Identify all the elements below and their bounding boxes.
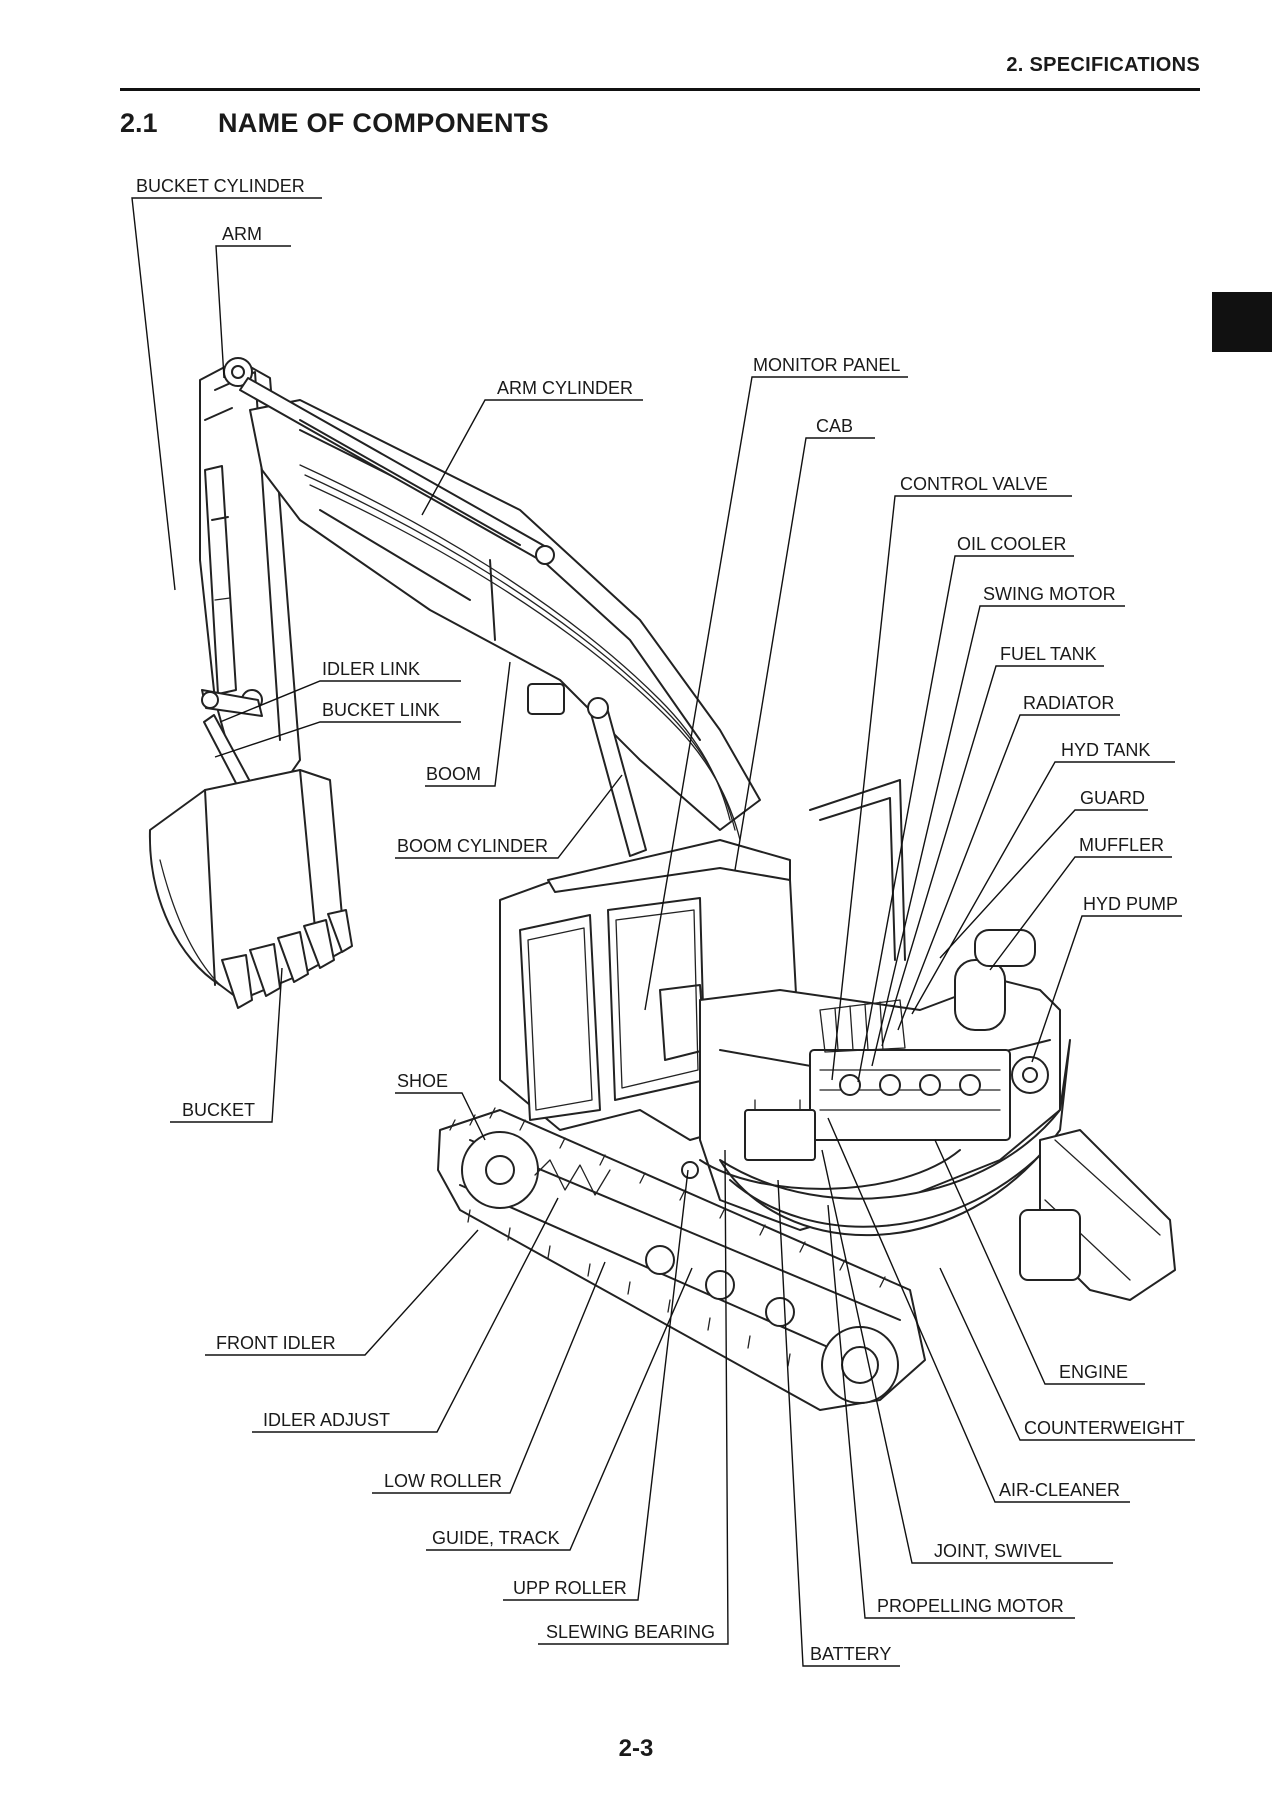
leader-guard (939, 809, 1148, 959)
label-arm-cylinder: ARM CYLINDER (497, 378, 633, 398)
bucket-drawing (148, 769, 353, 1009)
leader-fuel-tank (881, 665, 1104, 1047)
label-boom-cylinder: BOOM CYLINDER (397, 836, 548, 856)
component-labels: BUCKET CYLINDER ARM ARM CYLINDER MONITOR… (136, 176, 1185, 1664)
label-monitor-panel: MONITOR PANEL (753, 355, 900, 375)
leader-monitor-panel (644, 376, 908, 1011)
label-radiator: RADIATOR (1023, 693, 1114, 713)
label-muffler: MUFFLER (1079, 835, 1164, 855)
section-number: 2.1 (120, 108, 158, 138)
leader-battery (777, 1179, 900, 1667)
section-title: NAME OF COMPONENTS (218, 108, 549, 138)
boom-drawing (249, 399, 761, 831)
leader-counterweight (939, 1267, 1195, 1441)
leader-swing-motor (871, 605, 1125, 1067)
leader-cab (734, 437, 875, 871)
label-swing-motor: SWING MOTOR (983, 584, 1116, 604)
leader-arm (215, 245, 291, 379)
leader-oil-cooler (857, 555, 1074, 1083)
label-fuel-tank: FUEL TANK (1000, 644, 1097, 664)
leader-joint-swivel (821, 1149, 1113, 1564)
label-air-cleaner: AIR-CLEANER (999, 1480, 1120, 1500)
leader-engine (934, 1139, 1145, 1385)
leader-radiator (897, 714, 1120, 1031)
leader-muffler (989, 856, 1172, 971)
leader-idler-adjust (252, 1197, 559, 1433)
leader-lines (131, 197, 1195, 1667)
label-bucket: BUCKET (182, 1100, 255, 1120)
leader-front-idler (205, 1229, 479, 1356)
label-boom: BOOM (426, 764, 481, 784)
engine-block-drawing (809, 1049, 1011, 1141)
leader-idler-link (219, 680, 461, 723)
leader-arm-cylinder (421, 399, 643, 516)
label-shoe: SHOE (397, 1071, 448, 1091)
chapter-thumb-tab (1212, 292, 1272, 352)
leader-low-roller (372, 1261, 606, 1494)
label-idler-adjust: IDLER ADJUST (263, 1410, 390, 1430)
label-control-valve: CONTROL VALVE (900, 474, 1048, 494)
label-oil-cooler: OIL COOLER (957, 534, 1066, 554)
leader-propelling-motor (827, 1204, 1075, 1619)
running-header: 2. SPECIFICATIONS (1006, 54, 1200, 76)
label-arm: ARM (222, 224, 262, 244)
label-joint-swivel: JOINT, SWIVEL (934, 1541, 1062, 1561)
leader-control-valve (831, 495, 1072, 1081)
leader-boom (425, 661, 511, 787)
hoses-drawing (299, 464, 741, 841)
leader-slewing-bearing (538, 1149, 729, 1645)
label-guide-track: GUIDE, TRACK (432, 1528, 560, 1548)
excavator-drawing (148, 357, 1176, 1411)
label-slewing-bearing: SLEWING BEARING (546, 1622, 715, 1642)
leader-boom-cylinder (395, 774, 623, 859)
label-front-idler: FRONT IDLER (216, 1333, 336, 1353)
label-battery: BATTERY (810, 1644, 891, 1664)
leader-upp-roller (503, 1169, 689, 1601)
label-cab: CAB (816, 416, 853, 436)
label-guard: GUARD (1080, 788, 1145, 808)
label-counterweight: COUNTERWEIGHT (1024, 1418, 1185, 1438)
label-low-roller: LOW ROLLER (384, 1471, 502, 1491)
leader-shoe (395, 1092, 486, 1141)
leader-hyd-tank (911, 761, 1175, 1015)
label-hyd-tank: HYD TANK (1061, 740, 1150, 760)
label-hyd-pump: HYD PUMP (1083, 894, 1178, 914)
leader-bucket (170, 967, 283, 1123)
label-bucket-link: BUCKET LINK (322, 700, 440, 720)
bucket-cylinder-drawing (204, 465, 237, 695)
page-number: 2-3 (618, 1735, 654, 1762)
label-bucket-cylinder: BUCKET CYLINDER (136, 176, 305, 196)
leader-air-cleaner (827, 1117, 1130, 1503)
label-propelling-motor: PROPELLING MOTOR (877, 1596, 1064, 1616)
leader-guide-track (426, 1267, 693, 1551)
leader-hyd-pump (1031, 915, 1182, 1063)
leader-bucket-cylinder (131, 197, 322, 591)
label-idler-link: IDLER LINK (322, 659, 420, 679)
header-rule (120, 88, 1200, 91)
arm-cylinder-drawing (239, 377, 555, 565)
leader-bucket-link (214, 721, 461, 758)
label-engine: ENGINE (1059, 1362, 1128, 1382)
label-upp-roller: UPP ROLLER (513, 1578, 627, 1598)
